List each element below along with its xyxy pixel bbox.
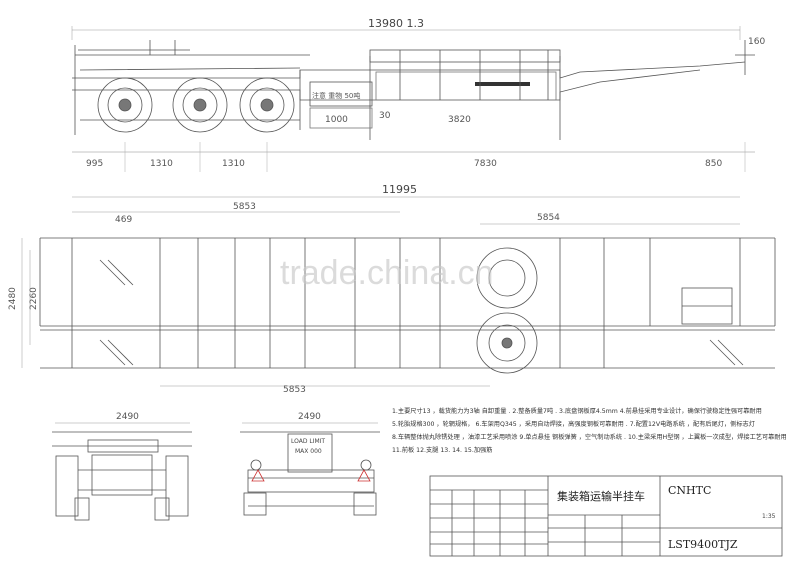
dim-far-left: 469 xyxy=(115,215,132,225)
side-view xyxy=(71,26,755,172)
note-line-2: 5.轮胎规格300 ，轮辋规格， 6.车架用Q345 ，采用自动焊接，高强度钢板… xyxy=(392,420,755,428)
end-left-width: 2490 xyxy=(116,412,139,422)
title-name: 集装箱运输半挂车 xyxy=(557,489,645,503)
dim-right-span: 5854 xyxy=(537,213,560,223)
title-company: CNHTC xyxy=(668,484,711,497)
dim-1310-b: 1310 xyxy=(222,159,245,169)
sign-text: 注意 重物 50吨 xyxy=(312,91,360,100)
end-view-left xyxy=(52,422,192,521)
dim-height-small: 160 xyxy=(748,37,765,47)
watermark: trade.china.cn xyxy=(280,254,494,292)
end-right-width: 2490 xyxy=(298,412,321,422)
dim-1310-a: 1310 xyxy=(150,159,173,169)
reflector-right xyxy=(357,469,371,482)
plan-view xyxy=(21,196,776,387)
note-line-1: 1.主要尺寸13 ，载货能力为3轴 自卸重量 . 2.整备质量7吨 . 3.底盘… xyxy=(392,407,762,415)
reflector-left xyxy=(251,469,265,482)
dim-overall-length: 13980 1.3 xyxy=(368,17,424,30)
dim-850: 850 xyxy=(705,159,722,169)
dim-left-span: 5853 xyxy=(233,202,256,212)
dim-overall-plan: 11995 xyxy=(382,183,417,196)
note-line-3: 8.车辆整体抛丸除锈处理 ，油漆工艺采用喷涂 9.单点悬挂 钢板弹簧 ，空气制动… xyxy=(392,433,787,441)
dim-995: 995 xyxy=(86,159,103,169)
note-line-4: 11.前板 12.支腿 13. 14. 15.加强筋 xyxy=(392,446,492,454)
dim-1000: 1000 xyxy=(325,115,348,125)
dim-lower-span: 5853 xyxy=(283,385,306,395)
plate-text-1: LOAD LIMIT xyxy=(291,438,325,445)
notes: 1.主要尺寸13 ，载货能力为3轴 自卸重量 . 2.整备质量7吨 . 3.底盘… xyxy=(392,407,787,454)
plate-text-2: MAX 000 xyxy=(295,448,322,455)
dim-30: 30 xyxy=(379,111,391,121)
title-sheet: 1:35 xyxy=(762,513,776,520)
dim-height-inner: 2260 xyxy=(29,287,39,310)
dim-height-outer: 2480 xyxy=(8,287,18,310)
end-view-right xyxy=(240,422,380,516)
dim-3820: 3820 xyxy=(448,115,471,125)
title-block xyxy=(429,475,783,557)
dim-7830: 7830 xyxy=(474,159,497,169)
title-model: LST9400TJZ xyxy=(668,538,738,551)
